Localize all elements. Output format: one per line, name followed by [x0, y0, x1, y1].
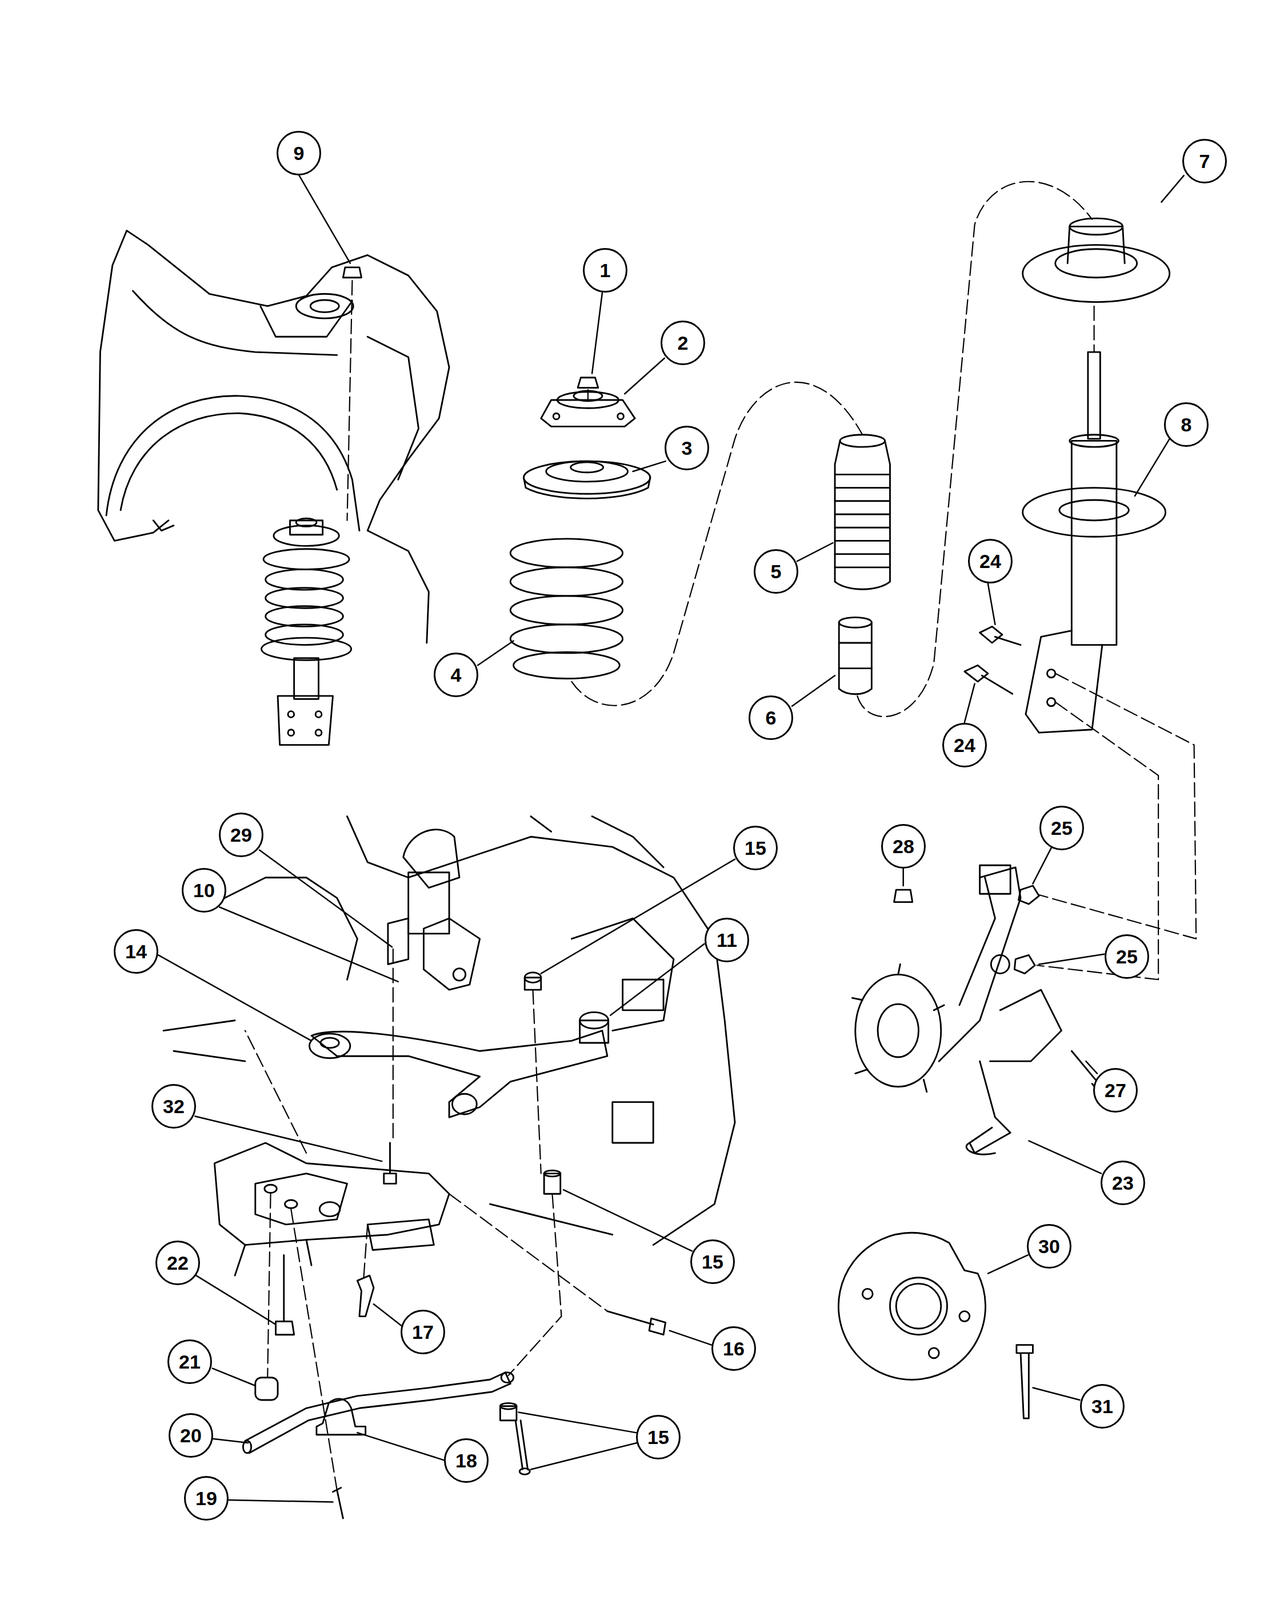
callout-circle: 4: [433, 652, 479, 698]
callout-circle: 16: [711, 1326, 756, 1371]
callout-circle: 15: [733, 825, 778, 871]
callout-number: 24: [979, 551, 1002, 571]
dust-boot: [834, 434, 890, 590]
knuckle-hub: [852, 865, 1062, 1155]
callout-number: 9: [293, 143, 305, 163]
callout-circle: 23: [1100, 1160, 1146, 1206]
bolt: [357, 1275, 374, 1316]
fender-body: [98, 230, 450, 643]
callout-number: 21: [178, 1352, 201, 1372]
nut: [577, 377, 599, 388]
callout-circle: 20: [168, 1413, 214, 1458]
callout-number: 4: [450, 665, 462, 685]
callout-number: 1: [600, 260, 611, 280]
callout-circle: 8: [1164, 402, 1209, 447]
callout-number: 15: [744, 838, 767, 858]
strut-assembly: [261, 518, 352, 745]
callout-circle: 7: [1182, 138, 1227, 184]
callout-number: 22: [166, 1253, 189, 1273]
callout-circle: 18: [444, 1438, 489, 1483]
callout-number: 14: [125, 941, 147, 962]
spring-isolator: [1022, 218, 1170, 302]
bushing: [544, 1170, 561, 1194]
callout-number: 24: [953, 735, 976, 755]
callout-circle: 3: [664, 425, 710, 471]
control-arm: [309, 972, 608, 1118]
callout-number: 23: [1112, 1173, 1134, 1193]
coil-spring: [510, 538, 623, 679]
jounce-bumper: [838, 617, 872, 694]
leader-lines: [158, 175, 1184, 1502]
callout-circle: 28: [881, 824, 926, 869]
callout-circle: 2: [660, 320, 706, 366]
bolt: [384, 1142, 396, 1184]
callout-number: 25: [1050, 818, 1073, 838]
callout-circle: 17: [400, 1309, 446, 1355]
vehicle-structure: [163, 816, 735, 1246]
callout-circle: 31: [1080, 1384, 1125, 1429]
callout-circle: 32: [151, 1084, 196, 1129]
callout-number: 5: [770, 561, 782, 582]
callout-number: 30: [1038, 1236, 1060, 1256]
callout-circle: 25: [1039, 805, 1084, 851]
callout-circle: 24: [968, 538, 1013, 584]
callout-number: 6: [765, 708, 777, 728]
callout-circle: 1: [582, 248, 628, 293]
callout-number: 16: [722, 1338, 745, 1359]
callout-circle: 5: [753, 549, 799, 594]
bolt: [333, 1488, 344, 1519]
callout-circle: 25: [1104, 934, 1150, 979]
bolt: [1016, 1345, 1034, 1419]
callout-number: 8: [1181, 414, 1192, 435]
callout-circle: 6: [748, 695, 794, 740]
callout-circle: 10: [181, 868, 227, 913]
nut: [894, 889, 913, 902]
spring-seat: [523, 461, 650, 499]
callout-circle: 15: [690, 1239, 735, 1284]
callout-number: 19: [195, 1488, 218, 1508]
callout-circle: 24: [942, 722, 987, 768]
callout-number: 28: [892, 836, 915, 856]
callout-number: 11: [716, 930, 738, 950]
callout-number: 27: [1104, 1080, 1127, 1100]
bolt: [276, 1254, 295, 1335]
callout-number: 18: [455, 1450, 478, 1471]
callout-circle: 19: [184, 1476, 229, 1521]
callout-circle: 27: [1093, 1068, 1138, 1113]
callout-number: 29: [230, 825, 252, 845]
bolt: [607, 1311, 666, 1335]
callout-number: 10: [193, 880, 215, 900]
bolt: [964, 626, 1021, 694]
callout-circle: 11: [704, 917, 750, 963]
callout-circle: 29: [218, 812, 264, 858]
callout-number: 17: [412, 1322, 434, 1342]
strut: [1022, 352, 1166, 733]
callout-number: 20: [180, 1425, 202, 1446]
brake-shield: [838, 1232, 986, 1380]
callout-number: 3: [681, 438, 693, 458]
callout-number: 15: [647, 1427, 670, 1447]
nut: [1018, 885, 1040, 904]
callout-number: 7: [1199, 151, 1211, 171]
callout-circle: 30: [1026, 1224, 1072, 1269]
callout-circle: 15: [636, 1414, 681, 1460]
callout-circle: 14: [113, 929, 159, 974]
callout-circle: 9: [276, 130, 322, 176]
assembly-lines: [245, 181, 1196, 1490]
callout-number: 15: [701, 1252, 724, 1272]
callout-circle: 22: [155, 1240, 200, 1286]
callout-number: 25: [1116, 946, 1138, 967]
callout-number: 2: [677, 333, 689, 353]
nut: [342, 267, 362, 278]
crossmember: [214, 1142, 450, 1276]
callout-number: 31: [1091, 1396, 1114, 1416]
callout-circle: 21: [167, 1339, 212, 1384]
nut: [1014, 954, 1035, 974]
callout-number: 32: [162, 1096, 185, 1116]
